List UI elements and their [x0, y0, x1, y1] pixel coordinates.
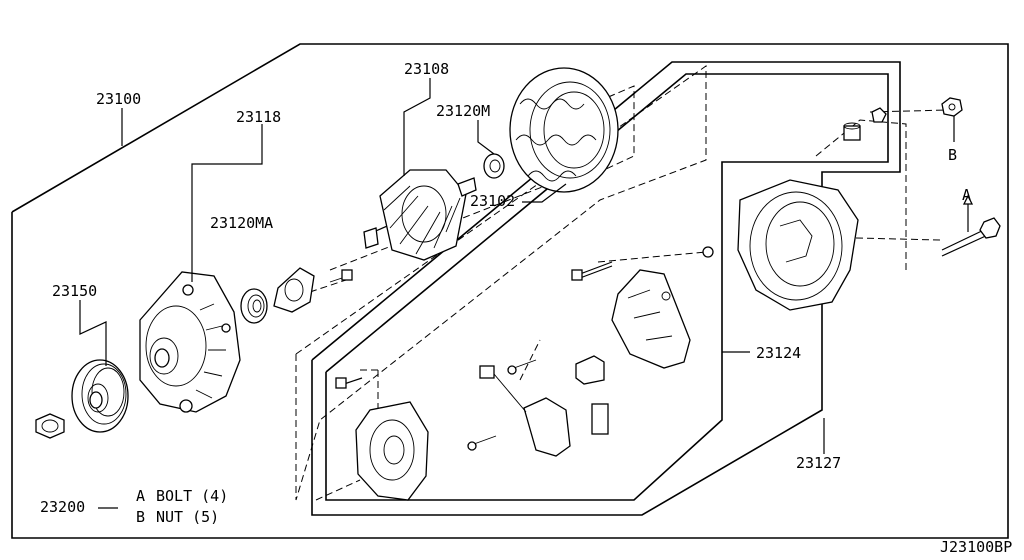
dash-rear-cover: [815, 119, 907, 270]
front-housing: [139, 271, 241, 413]
through-bolt: [941, 217, 1001, 257]
leader-pulley: [79, 300, 107, 366]
leader-rotor: [403, 78, 431, 176]
dash-regulator-link: [519, 339, 541, 381]
callout-a-arrow: [962, 194, 974, 205]
rear-bearing: [483, 153, 505, 179]
rear-end-shield: [355, 401, 429, 501]
brush-holder: [479, 365, 527, 413]
leader-rear-bearing: [477, 120, 495, 155]
cover-bolt: [335, 377, 363, 389]
retainer-screw: [329, 269, 353, 283]
label-front-cover-kit: 23118: [236, 108, 281, 126]
label-pulley: 23150: [52, 282, 97, 300]
label-rotor: 23108: [404, 60, 449, 78]
dash-screw-bracket: [597, 251, 707, 263]
label-stator: 23102: [470, 192, 515, 210]
top-nut: [941, 97, 963, 117]
rotor: [363, 169, 477, 261]
label-assembly: 23100: [96, 90, 141, 108]
regulator-boundary: [325, 73, 889, 501]
legend-b-text: NUT (5): [156, 508, 219, 526]
terminal-nut-1: [843, 122, 861, 141]
label-hardware-kit: 23200: [40, 498, 85, 516]
bracket-screw: [571, 261, 613, 281]
leader-stator: [522, 183, 567, 203]
legend-a-text: BOLT (4): [156, 487, 228, 505]
label-rear-cover: 23127: [796, 454, 841, 472]
kit-dashed-boundary: [295, 65, 707, 501]
stator: [509, 67, 619, 193]
callout-b: B: [948, 146, 957, 164]
front-bearing: [240, 288, 268, 324]
dash-cover-bolt: [315, 479, 361, 501]
regulator-screw-2: [507, 359, 537, 375]
assembly-boundary: [11, 43, 1009, 539]
rear-cover-boundary: [311, 61, 901, 516]
retainer-plate: [273, 267, 315, 313]
callout-a: A: [962, 186, 971, 204]
leader-front-cover-kit: [191, 124, 263, 282]
rear-housing: [702, 179, 859, 311]
legend-b-letter: B: [136, 508, 145, 526]
legend-a-letter: A: [136, 487, 145, 505]
terminal-nut-2: [871, 107, 887, 123]
diagram-id: J23100BP: [940, 538, 1012, 556]
dash-bolt-a: [855, 237, 941, 241]
regulator-screw-1: [467, 435, 497, 451]
pulley: [71, 359, 129, 433]
label-front-bearing: 23120MA: [210, 214, 273, 232]
label-rear-bearing: 23120M: [436, 102, 490, 120]
label-regulator-kit: 23124: [756, 344, 801, 362]
pulley-nut: [35, 413, 65, 439]
voltage-regulator: [523, 355, 609, 457]
rectifier-bracket: [611, 269, 691, 369]
